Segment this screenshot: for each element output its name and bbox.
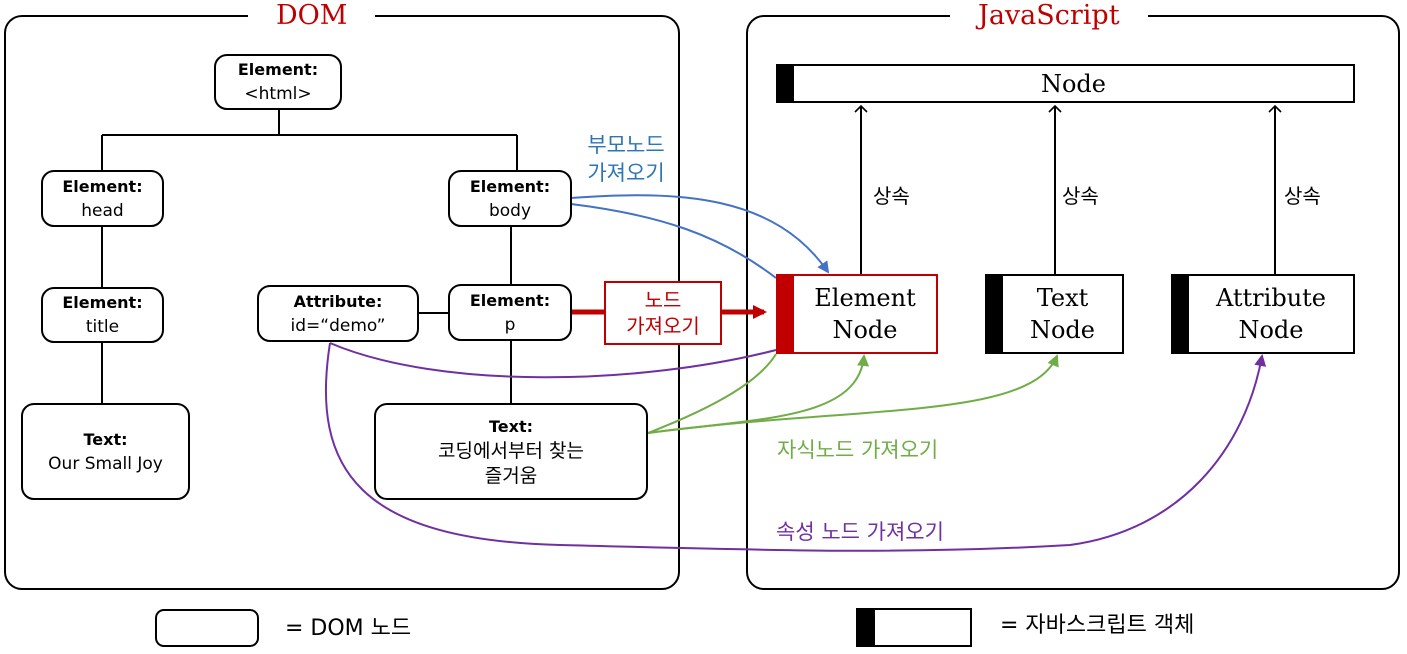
node-type-label: Text: <box>488 417 533 436</box>
child-node-label: 자식노드 가져오기 <box>777 438 939 462</box>
inherit-label-attribute: 상속 <box>1284 184 1321 208</box>
label-line2: Node <box>832 316 898 344</box>
legend-dom-node-text: = DOM 노드 <box>285 616 412 641</box>
node-get-label: 노드 가져오기 <box>604 281 722 345</box>
node-type-label: Element: <box>469 290 551 310</box>
label-line2: Node <box>1238 316 1304 344</box>
dom-panel-title: DOM <box>248 0 376 32</box>
node-type-label: Text: <box>83 429 128 449</box>
node-value: title <box>85 317 120 337</box>
legend-js-object-text: = 자바스크립트 객체 <box>1000 613 1195 638</box>
label-line1: Attribute <box>1215 284 1326 312</box>
legend-js-object-swatch <box>856 608 972 647</box>
node-type-label: Element: <box>469 176 551 196</box>
node-type-label: Attribute: <box>293 291 383 311</box>
javascript-panel-title: JavaScript <box>950 0 1148 32</box>
node-value-line2: 즐거움 <box>484 465 538 487</box>
inherit-label-element: 상속 <box>873 184 910 208</box>
label-line1: Element <box>814 284 916 312</box>
dom-node-text-title: Text: Our Small Joy <box>21 403 190 500</box>
node-type-label: Element: <box>62 176 143 196</box>
label-line1: Text <box>1036 284 1089 312</box>
label-line2: Node <box>1029 316 1095 344</box>
js-object-bar <box>778 66 794 101</box>
dom-tree-lines <box>101 109 518 404</box>
dom-node-body: Element: body <box>448 170 572 227</box>
js-object-bar <box>987 276 1003 352</box>
js-node-label: Node <box>1040 69 1106 98</box>
parent-node-arrows <box>570 194 830 279</box>
node-value-line1: 코딩에서부터 찾는 <box>438 440 584 462</box>
node-value: <html> <box>244 84 312 104</box>
node-value: head <box>81 200 124 221</box>
label-line2: 가져오기 <box>626 314 700 338</box>
parent-node-label: 부모노드 가져오기 <box>578 131 674 187</box>
label-line2: 가져오기 <box>587 161 665 185</box>
node-value: Our Small Joy <box>48 453 163 474</box>
dom-node-attribute: Attribute: id=“demo” <box>257 285 419 342</box>
attribute-node-arrows <box>324 342 1267 552</box>
js-node-base: Node <box>776 64 1355 103</box>
node-type-label: Element: <box>62 293 143 312</box>
inherit-label-text: 상속 <box>1062 184 1099 208</box>
node-value: body <box>488 200 532 221</box>
dom-node-html: Element: <html> <box>214 54 342 110</box>
inheritance-arrows <box>854 104 1282 275</box>
dom-node-p: Element: p <box>448 284 572 341</box>
js-object-bar <box>858 610 875 645</box>
label-line1: 부모노드 <box>587 133 665 157</box>
node-type-label: Element: <box>237 60 319 79</box>
attribute-node-label: 속성 노드 가져오기 <box>776 520 944 544</box>
js-object-bar <box>1173 276 1189 352</box>
js-object-bar <box>778 276 794 352</box>
node-value: id=“demo” <box>290 315 386 336</box>
legend-dom-node-swatch <box>155 609 259 647</box>
dom-node-text-p: Text: 코딩에서부터 찾는 즐거움 <box>374 403 648 500</box>
child-node-arrows <box>647 353 1059 434</box>
dom-node-title: Element: title <box>41 287 164 343</box>
node-value: p <box>504 314 516 335</box>
label-line1: 노드 <box>644 288 682 312</box>
dom-node-head: Element: head <box>41 170 164 227</box>
